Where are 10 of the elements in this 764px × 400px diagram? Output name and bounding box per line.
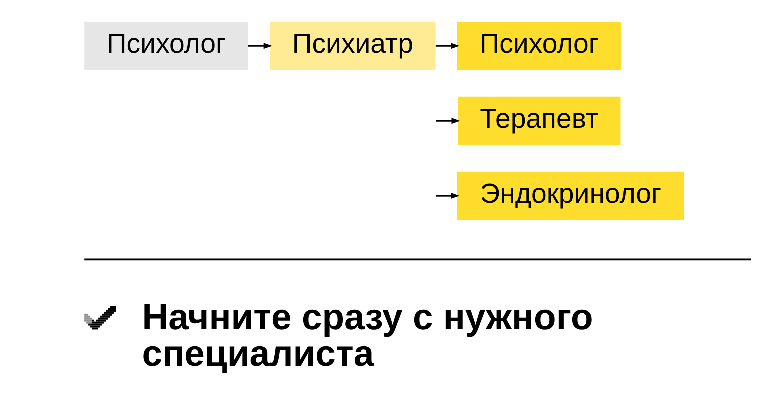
node-box: Психолог (84, 22, 248, 70)
node-box: Психиатр (270, 22, 436, 70)
node-box: Эндокринолог (457, 172, 684, 220)
arrow (436, 43, 460, 50)
arrow (248, 43, 272, 50)
label: Начните сразу с нужного специалиста (142, 296, 594, 374)
arrow (436, 193, 460, 200)
node-box: Психолог (457, 22, 622, 70)
arrow (436, 118, 460, 124)
node-box: Терапевт (458, 96, 621, 146)
